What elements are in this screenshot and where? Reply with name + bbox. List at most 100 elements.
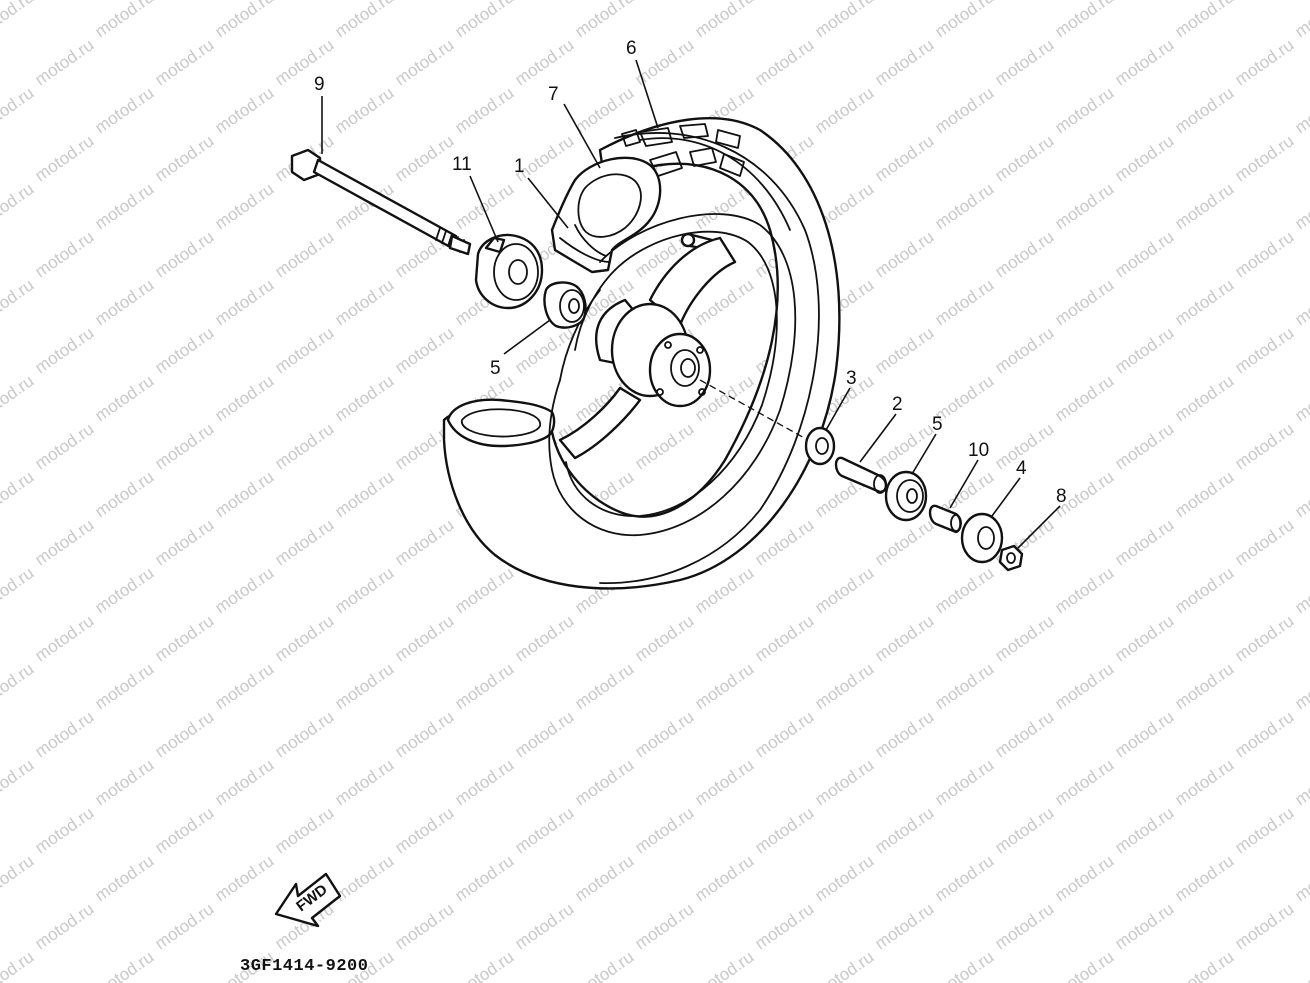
watermark-text: motod.ru (331, 755, 397, 809)
watermark-text: motod.ru (991, 611, 1057, 665)
watermark-text: motod.ru (1171, 851, 1237, 905)
watermark-text: motod.ru (871, 131, 937, 185)
watermark-text: motod.ru (211, 371, 277, 425)
oil-seal-body (804, 426, 836, 466)
watermark-text: motod.ru (31, 611, 97, 665)
collar-end (950, 514, 962, 532)
leader-4 (991, 477, 1021, 517)
callout-2: 2 (892, 394, 903, 415)
leader-3 (825, 387, 851, 431)
watermark-text: motod.ru (1111, 35, 1177, 89)
watermark-text: motod.ru (0, 0, 37, 41)
watermark-text: motod.ru (91, 467, 157, 521)
callout-6: 6 (626, 38, 637, 59)
rim-lip (559, 237, 611, 263)
axle-bolt-shaft (312, 158, 458, 250)
watermark-text: motod.ru (331, 851, 397, 905)
watermark-text: motod.ru (211, 179, 277, 233)
watermark-text: motod.ru (271, 707, 337, 761)
watermark-text: motod.ru (511, 611, 577, 665)
callout-5-left: 5 (490, 358, 501, 379)
watermark-text: motod.ru (0, 755, 37, 809)
watermark-text: motod.ru (1231, 131, 1297, 185)
watermark-text: motod.ru (1291, 851, 1310, 905)
tread-block (679, 123, 709, 139)
bearing-right (884, 470, 928, 522)
watermark-text: motod.ru (0, 83, 37, 137)
spacer-end (873, 474, 887, 494)
watermark-text: motod.ru (1231, 419, 1297, 473)
watermark-text: motod.ru (991, 707, 1057, 761)
watermark-text: motod.ru (451, 0, 517, 41)
watermark-text: motod.ru (1111, 131, 1177, 185)
watermark-text: motod.ru (691, 659, 757, 713)
watermark-text: motod.ru (451, 83, 517, 137)
watermark-text: motod.ru (931, 659, 997, 713)
watermark-text: motod.ru (1291, 0, 1310, 41)
watermark-text: motod.ru (991, 227, 1057, 281)
hub-bore-inner (680, 358, 696, 378)
watermark-text: motod.ru (1111, 803, 1177, 857)
hub-bolt-hole (696, 346, 704, 354)
watermark-text: motod.ru (31, 899, 97, 953)
watermark-text: motod.ru (571, 851, 637, 905)
watermark-text: motod.ru (871, 419, 937, 473)
watermark-text: motod.ru (451, 947, 517, 983)
watermark-text: motod.ru (1111, 515, 1177, 569)
watermark-text: motod.ru (391, 35, 457, 89)
watermark-text: motod.ru (1171, 755, 1237, 809)
watermark-text: motod.ru (391, 803, 457, 857)
watermark-text: motod.ru (331, 275, 397, 329)
gear-unit-tab (484, 236, 506, 254)
watermark-text: motod.ru (91, 563, 157, 617)
watermark-text: motod.ru (1291, 563, 1310, 617)
watermark-text: motod.ru (91, 179, 157, 233)
watermark-text: motod.ru (31, 323, 97, 377)
watermark-text: motod.ru (931, 563, 997, 617)
leader-11 (469, 175, 499, 243)
oil-seal (804, 426, 836, 466)
callout-9: 9 (314, 74, 325, 95)
watermark-text: motod.ru (691, 851, 757, 905)
rim-flange-2 (559, 289, 601, 381)
bearing-left-face (559, 289, 585, 323)
watermark-text: motod.ru (931, 83, 997, 137)
watermark-text: motod.ru (751, 611, 817, 665)
axle-bolt (290, 148, 472, 256)
watermark-text: motod.ru (91, 659, 157, 713)
watermark-text: motod.ru (1291, 179, 1310, 233)
watermark-text: motod.ru (391, 899, 457, 953)
rim-inner (565, 230, 778, 517)
watermark-text: motod.ru (871, 899, 937, 953)
watermark-text: motod.ru (451, 659, 517, 713)
watermark-text: motod.ru (571, 755, 637, 809)
watermark-text: motod.ru (631, 899, 697, 953)
watermark-text: motod.ru (991, 323, 1057, 377)
watermark-text: motod.ru (211, 755, 277, 809)
watermark-text: motod.ru (631, 35, 697, 89)
watermark-text: motod.ru (751, 35, 817, 89)
oil-seal-right (960, 512, 1004, 564)
watermark-text: motod.ru (1171, 371, 1237, 425)
watermark-text: motod.ru (271, 419, 337, 473)
watermark-text: motod.ru (151, 419, 217, 473)
rim-lip-2 (574, 224, 607, 257)
tread-block (689, 147, 717, 167)
callout-4: 4 (1016, 458, 1027, 479)
watermark-text: motod.ru (1291, 659, 1310, 713)
watermark-text: motod.ru (811, 563, 877, 617)
watermark-text: motod.ru (571, 947, 637, 983)
hub-bolt-hole (656, 388, 664, 396)
watermark-text: motod.ru (1231, 611, 1297, 665)
watermark-text: motod.ru (1051, 371, 1117, 425)
hub-bolt-hole (664, 341, 672, 349)
watermark-text: motod.ru (871, 515, 937, 569)
watermark-text: motod.ru (1111, 611, 1177, 665)
gear-unit-face (493, 243, 539, 301)
watermark-text: motod.ru (631, 419, 697, 473)
collar (928, 504, 962, 534)
tread-block (621, 129, 641, 147)
callout-7: 7 (548, 84, 559, 105)
gear-unit-bore (508, 259, 528, 285)
oil-seal-bore (815, 437, 829, 455)
